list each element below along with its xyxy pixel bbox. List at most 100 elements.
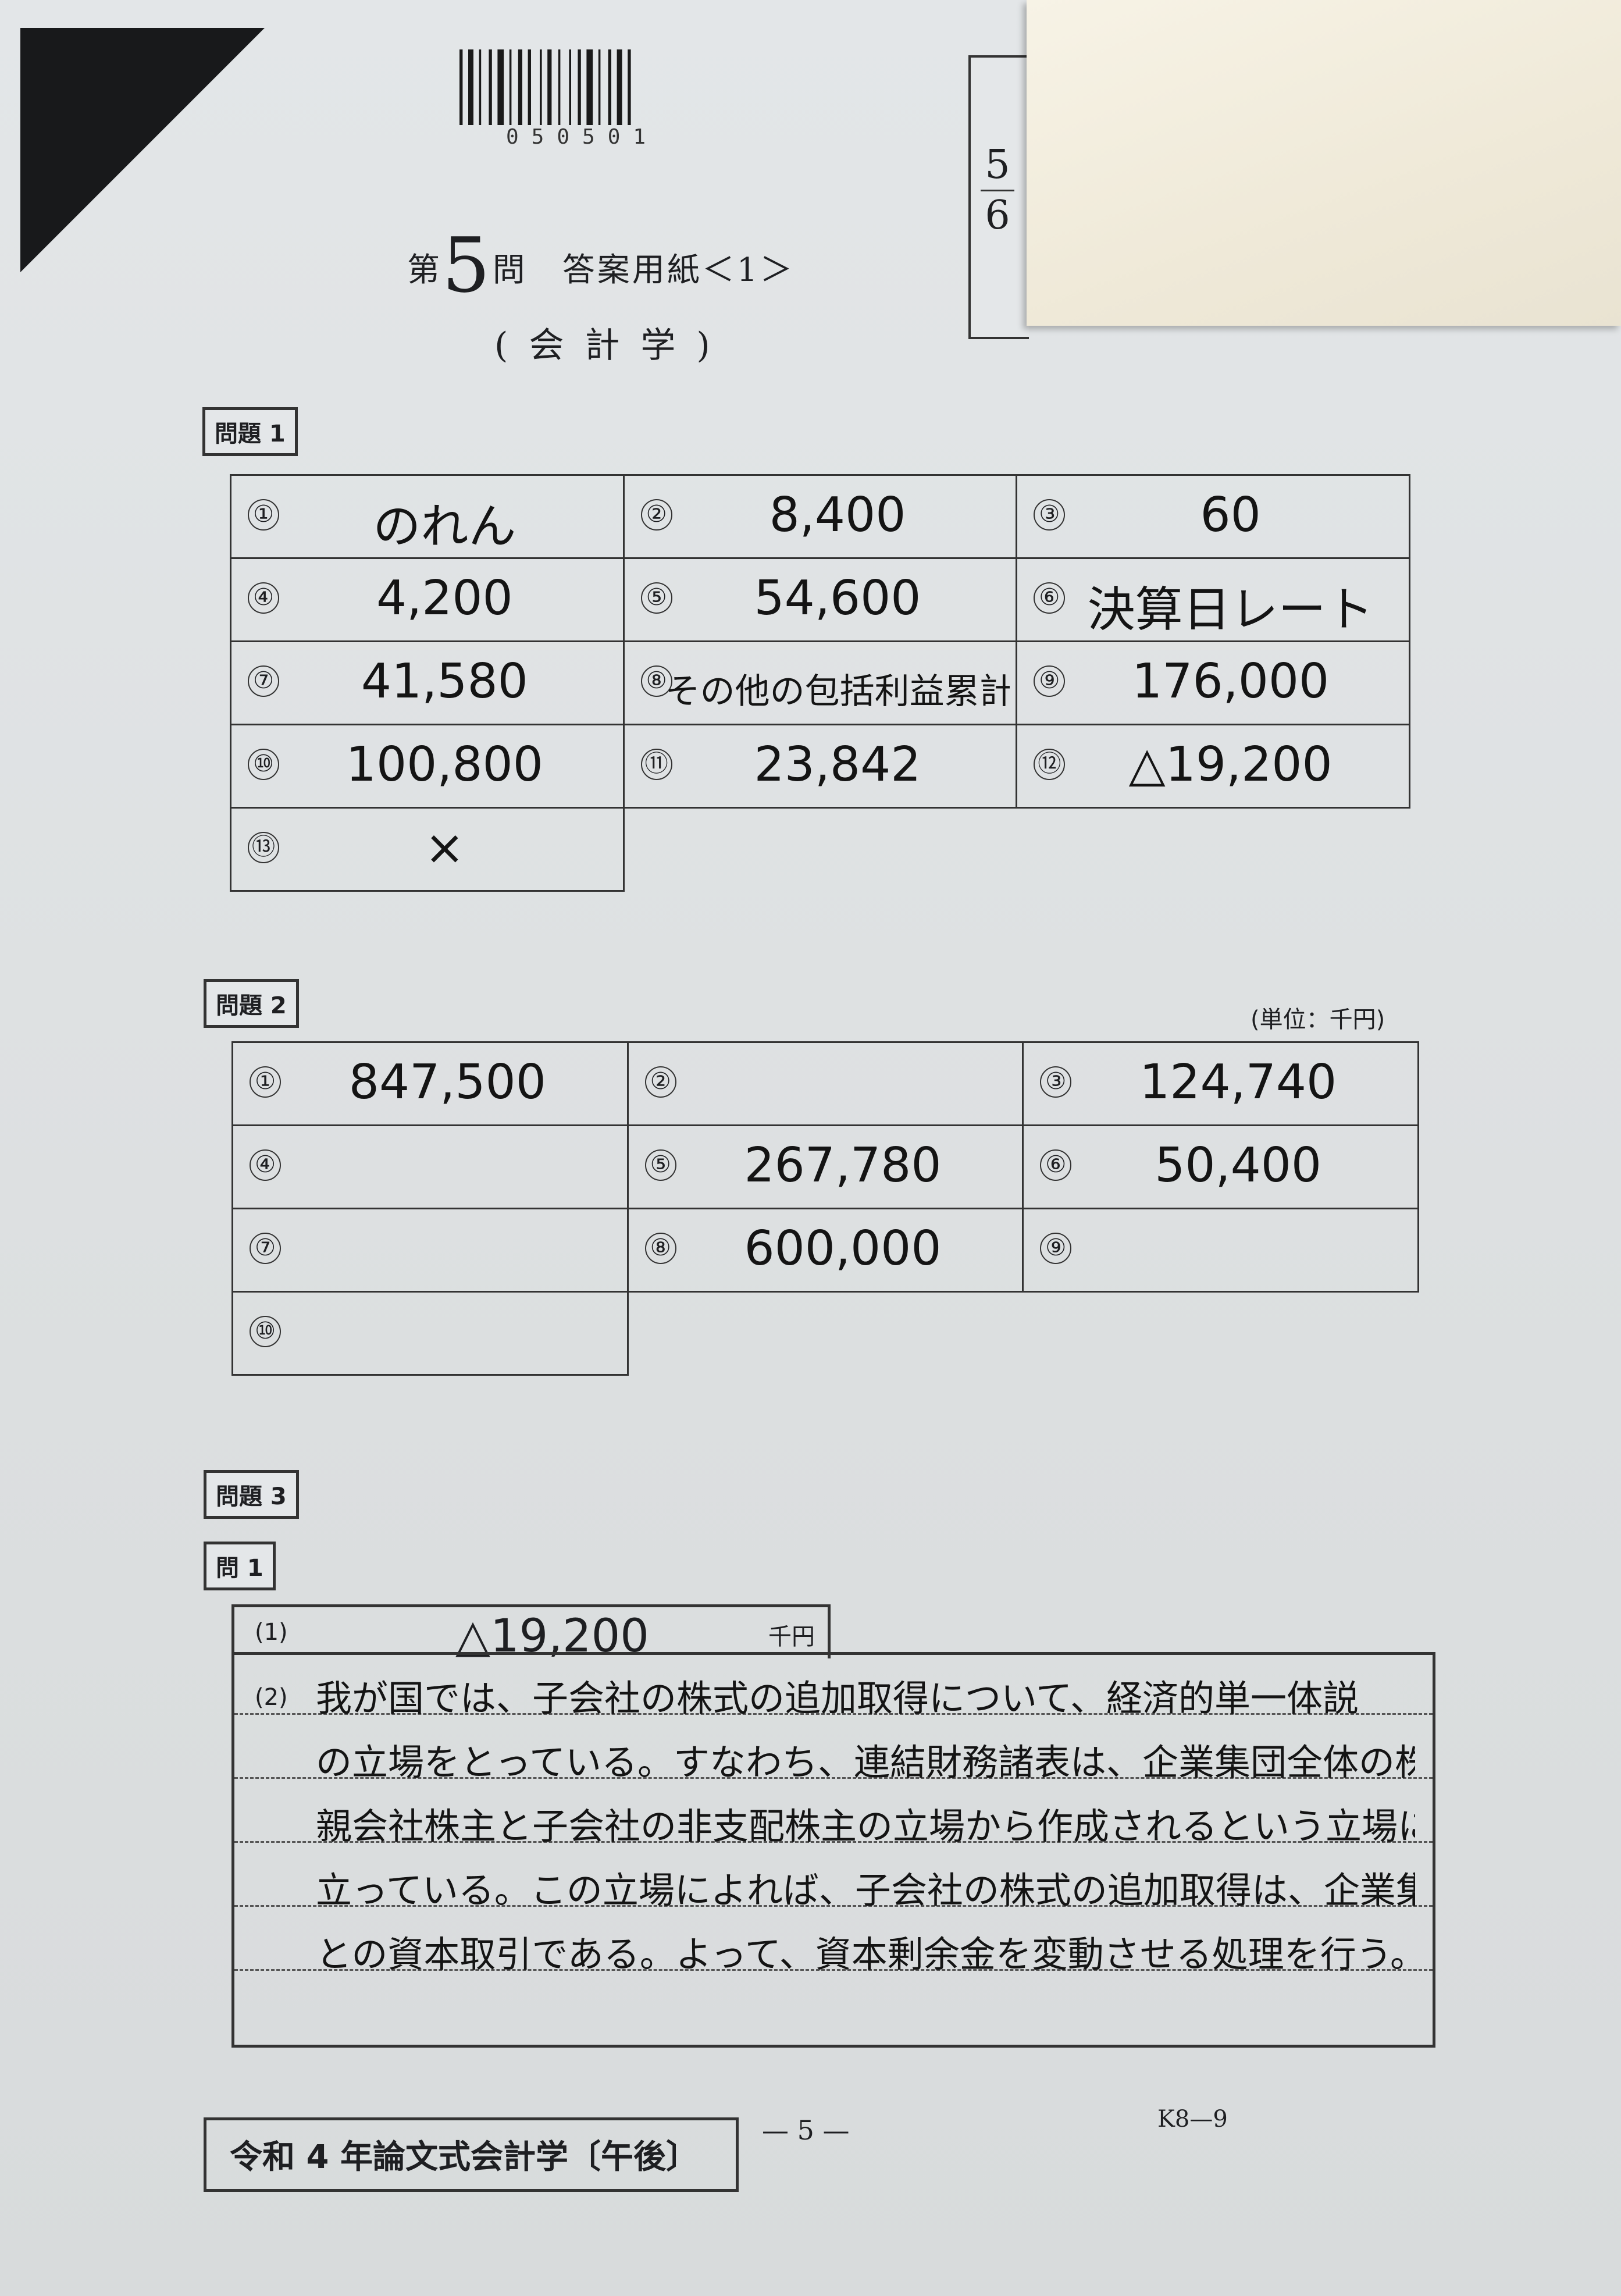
cell-number: ⑪ xyxy=(640,749,672,780)
answer-cell: ⑧ 600,000 xyxy=(626,1208,1024,1293)
cell-number: ② xyxy=(644,1066,676,1098)
cell-answer: 4,200 xyxy=(376,571,513,626)
answer-cell: ⑪ 23,842 xyxy=(622,724,1018,809)
cell-answer: 41,580 xyxy=(361,654,528,709)
cell-number: ④ xyxy=(248,582,279,614)
answer-cell: ⑩ 100,800 xyxy=(230,724,625,809)
cell-number: ⑦ xyxy=(250,1233,281,1264)
exam-title: 令和 4 年論文式会計学〔午後〕 xyxy=(204,2117,739,2192)
cell-number: ④ xyxy=(250,1149,281,1181)
answer-cell: ⑧その他の包括利益累計額 xyxy=(622,640,1018,725)
cell-number: ① xyxy=(250,1066,281,1098)
page-number: — 5 — xyxy=(762,2115,850,2146)
cell-answer: 54,600 xyxy=(754,571,921,626)
grid-row: ⑩ 100,800 ⑪ 23,842 ⑫ △19,200 xyxy=(230,724,1410,809)
page-subtitle: (会計学) xyxy=(494,325,731,366)
form-code: K8—9 xyxy=(1157,2106,1228,2133)
answer-cell: ② xyxy=(626,1041,1024,1126)
cell-answer: その他の包括利益累計額 xyxy=(665,671,1010,712)
grid-row: ⑩ xyxy=(231,1291,1419,1376)
cell-number: ⑬ xyxy=(248,832,279,863)
answer-cell: ① 847,500 xyxy=(231,1041,629,1126)
page-tab-box xyxy=(968,55,1029,339)
cell-answer: 23,842 xyxy=(754,737,921,792)
answer-cell: ④ xyxy=(231,1124,629,1209)
grid-row: ① のれん ② 8,400 ③ 60 xyxy=(230,474,1410,559)
cell-number: ③ xyxy=(1034,499,1066,531)
cell-answer: 847,500 xyxy=(348,1055,546,1110)
cell-number: ⑥ xyxy=(1034,582,1066,614)
title-suffix: 問 答案用紙＜1＞ xyxy=(492,251,795,289)
empty-space xyxy=(628,1291,1023,1375)
cell-number: ⑨ xyxy=(1034,665,1066,697)
answer-cell: ④ 4,200 xyxy=(230,557,625,642)
part1-unit: 千円 xyxy=(768,1624,815,1650)
empty-space xyxy=(1016,807,1410,891)
answer-cell: ⑥ 決算日レート xyxy=(1016,557,1410,642)
cell-answer: 124,740 xyxy=(1139,1055,1337,1110)
page-fraction: 5 6 xyxy=(977,145,1018,236)
unit-label: (単位：千円) xyxy=(1251,1006,1385,1033)
cell-answer: 決算日レート xyxy=(1087,582,1374,638)
answer-cell: ⑩ xyxy=(231,1291,629,1376)
cell-answer: × xyxy=(424,820,465,875)
cell-number: ⑥ xyxy=(1040,1149,1072,1181)
cell-number: ⑧ xyxy=(644,1233,676,1264)
cell-number: ⑧ xyxy=(640,665,672,697)
cell-answer: 600,000 xyxy=(744,1221,942,1276)
problem3-label: 問題 3 xyxy=(204,1470,299,1519)
grid-row: ④ 4,200 ⑤ 54,600 ⑥ 決算日レート xyxy=(230,557,1410,642)
answer-cell: ⑦ 41,580 xyxy=(230,640,625,725)
answer-cell: ⑫ △19,200 xyxy=(1016,724,1410,809)
empty-space xyxy=(624,807,1017,891)
question1-label: 問 1 xyxy=(204,1542,276,1590)
cell-number: ⑤ xyxy=(644,1149,676,1181)
empty-space xyxy=(1023,1291,1419,1375)
cell-answer: 60 xyxy=(1200,487,1261,543)
grid-row: ⑦ ⑧ 600,000 ⑨ xyxy=(231,1208,1419,1293)
cell-number: ⑤ xyxy=(640,582,672,614)
essay-line-text: との資本取引である。よって、資本剰余金を変動させる処理を行う。 xyxy=(316,1933,1415,1975)
registration-mark xyxy=(20,28,265,272)
essay-line-text: の立場をとっている。すなわち、連結財務諸表は、企業集団全体の株主、つまり xyxy=(316,1741,1415,1784)
barcode-number: 050501 xyxy=(506,125,659,149)
answer-cell: ③ 60 xyxy=(1016,474,1410,559)
overlapping-paper xyxy=(1027,0,1621,326)
answer-cell: ⑤ 54,600 xyxy=(622,557,1018,642)
cell-number: ⑨ xyxy=(1040,1233,1072,1264)
cell-answer: 8,400 xyxy=(769,487,906,543)
cell-answer: 176,000 xyxy=(1132,654,1330,709)
answer-cell: ② 8,400 xyxy=(622,474,1018,559)
cell-number: ② xyxy=(640,499,672,531)
grid-row: ⑬× xyxy=(230,807,1410,892)
essay-line-text: 立っている。この立場によれば、子会社の株式の追加取得は、企業集団の株主 xyxy=(316,1869,1415,1911)
essay-line-text: 親会社株主と子会社の非支配株主の立場から作成されるという立場に xyxy=(316,1805,1415,1848)
answer-cell: ⑬× xyxy=(230,807,625,892)
cell-number: ⑫ xyxy=(1034,749,1066,780)
answer-cell: ⑨ xyxy=(1022,1208,1419,1293)
fraction-bottom: 6 xyxy=(985,193,1010,239)
barcode xyxy=(459,49,631,125)
cell-answer: のれん xyxy=(373,499,516,554)
part1-number: (1) xyxy=(255,1619,288,1646)
problem1-grid: ① のれん ② 8,400 ③ 60 ④ 4,200 ⑤ 54,600 ⑥ 決算日レート ⑦ 41,580… xyxy=(230,474,1410,892)
cell-number: ① xyxy=(248,499,279,531)
cell-answer: △19,200 xyxy=(1128,737,1333,792)
part2-number: (2) xyxy=(255,1684,288,1711)
answer-cell: ⑨ 176,000 xyxy=(1016,640,1410,725)
grid-row: ⑦ 41,580 ⑧その他の包括利益累計額 ⑨ 176,000 xyxy=(230,640,1410,725)
cell-number: ⑩ xyxy=(248,749,279,780)
answer-cell: ⑦ xyxy=(231,1208,629,1293)
answer-cell: ① のれん xyxy=(230,474,625,559)
problem2-label: 問題 2 xyxy=(204,979,299,1028)
cell-number: ⑦ xyxy=(248,665,279,697)
cell-answer: 100,800 xyxy=(345,737,543,792)
essay-line-text: 我が国では、子会社の株式の追加取得について、経済的単一体説 xyxy=(316,1677,1359,1720)
part1-answer-box: (1) △19,200 千円 xyxy=(231,1604,831,1663)
